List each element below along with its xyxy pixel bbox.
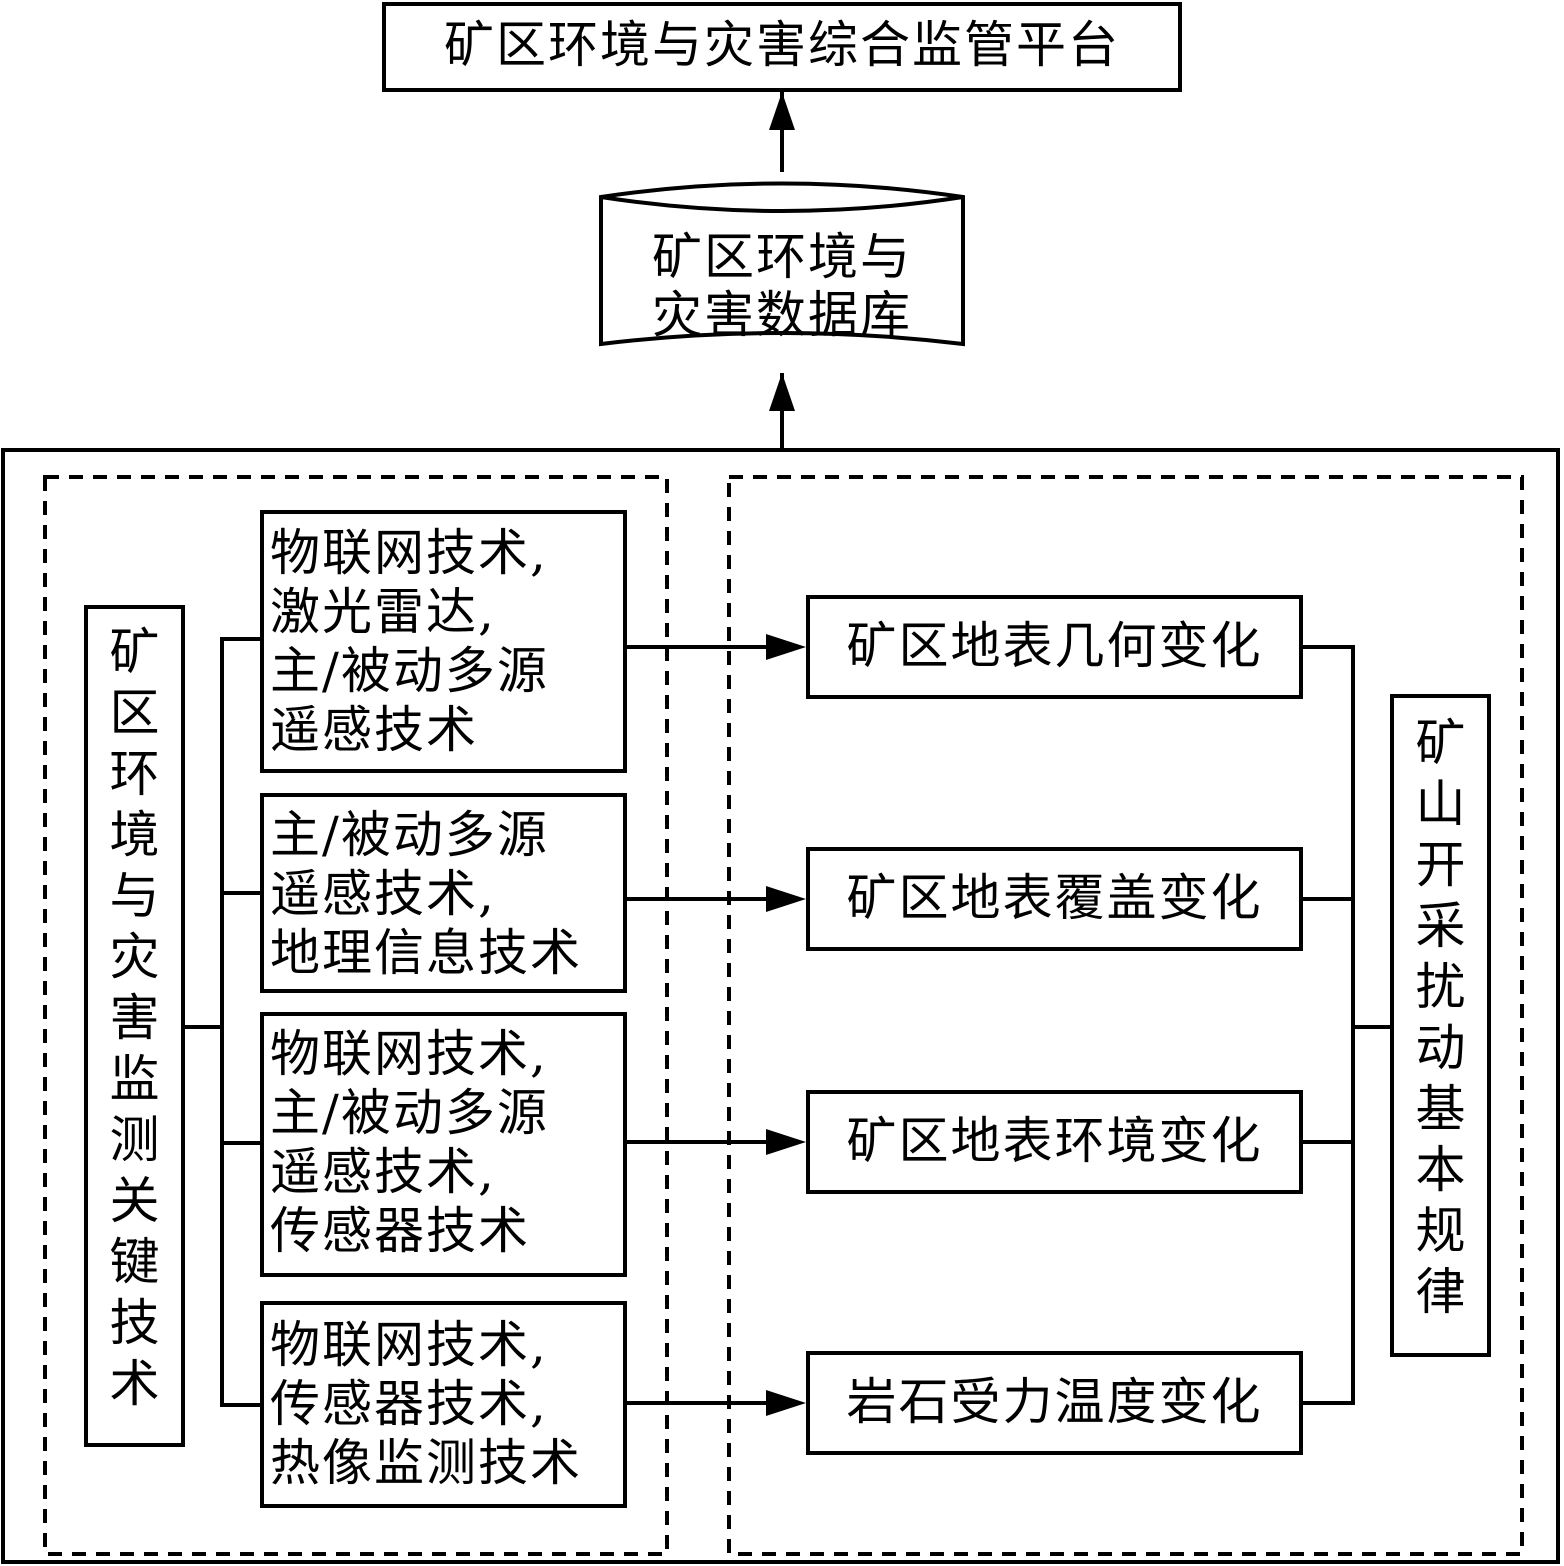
change-label-4: 岩石受力温度变化 [846, 1373, 1263, 1431]
tech-box-1 [260, 510, 627, 773]
tech-label-2: 主/被动多源 遥感技术, 地理信息技术 [270, 806, 582, 982]
database-top-curve [600, 195, 964, 213]
arrowhead-db-to-platform [769, 92, 795, 130]
change-box-4 [806, 1351, 1303, 1455]
platform-label: 矿区环境与灾害综合监管平台 [444, 16, 1120, 74]
database-cylinder [599, 181, 965, 347]
arrowhead-tech-2 [766, 886, 806, 912]
change-box-1 [806, 595, 1303, 699]
tech-box-4 [260, 1301, 627, 1508]
platform-box [382, 2, 1182, 92]
left-group-label: 矿 区 环 境 与 灾 害 监 测 关 键 技 术 [109, 623, 160, 1413]
change-label-1: 矿区地表几何变化 [846, 617, 1263, 675]
change-box-3 [806, 1090, 1303, 1194]
left-group-box [84, 605, 185, 1447]
right-dashed-group [727, 475, 1524, 1556]
tech-label-3: 物联网技术, 主/被动多源 遥感技术, 传感器技术 [270, 1025, 549, 1260]
change-box-2 [806, 847, 1303, 951]
tech-label-1: 物联网技术, 激光雷达, 主/被动多源 遥感技术 [270, 524, 549, 759]
right-group-box [1390, 694, 1491, 1357]
left-dashed-group [43, 475, 669, 1556]
tech-box-2 [260, 793, 627, 993]
database-label: 矿区环境与 灾害数据库 [652, 228, 912, 344]
tech-label-4: 物联网技术, 传感器技术, 热像监测技术 [270, 1316, 582, 1492]
arrowhead-tech-3 [766, 1129, 806, 1155]
arrowhead-tech-1 [766, 634, 806, 660]
arrowhead-tech-4 [766, 1390, 806, 1416]
arrowhead-frame-to-db [769, 373, 795, 411]
change-label-3: 矿区地表环境变化 [846, 1112, 1263, 1170]
tech-box-3 [260, 1012, 627, 1277]
right-group-label: 矿 山 开 采 扰 动 基 本 规 律 [1415, 714, 1466, 1321]
change-label-2: 矿区地表覆盖变化 [846, 869, 1263, 927]
